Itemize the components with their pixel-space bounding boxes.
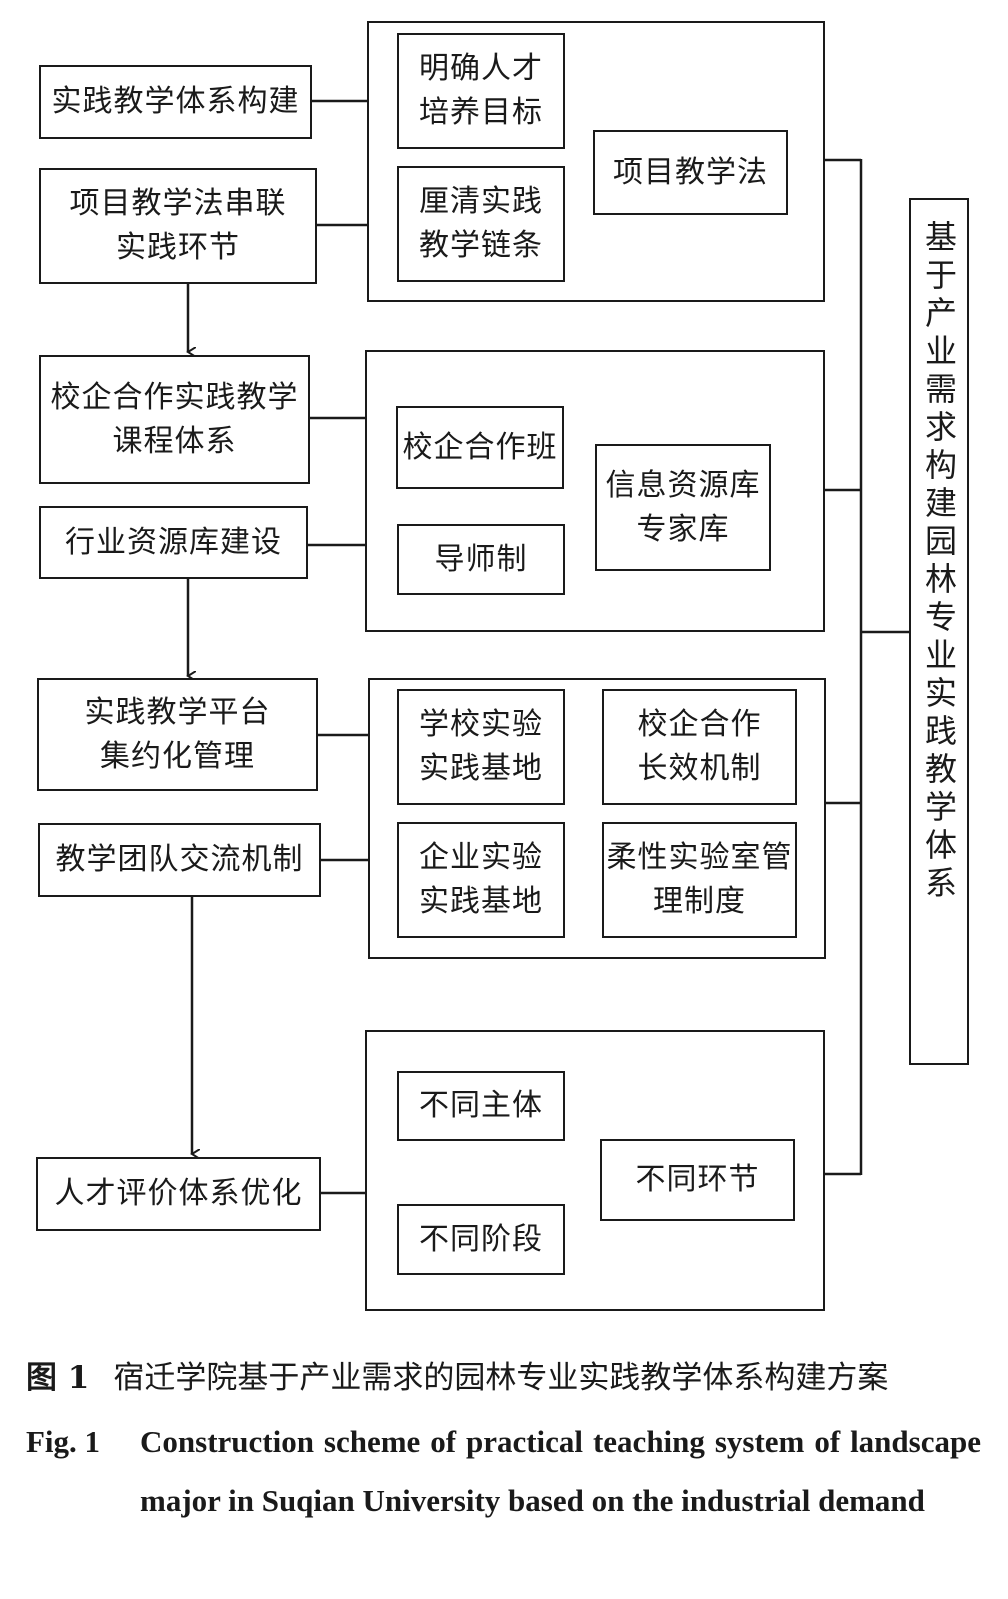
box-label: 校企合作班 bbox=[402, 429, 558, 465]
box-label: 不同阶段 bbox=[419, 1221, 543, 1257]
group-frame-3 bbox=[368, 678, 826, 959]
box-project-method-link: 项目教学法串联 实践环节 bbox=[39, 168, 317, 284]
box-label: 项目教学法串联 实践环节 bbox=[69, 186, 287, 265]
caption-english: Fig. 1 Construction scheme of practical … bbox=[26, 1412, 981, 1530]
box-teaching-chain: 厘清实践 教学链条 bbox=[397, 166, 565, 282]
box-label: 学校实验 实践基地 bbox=[419, 707, 543, 786]
box-school-base: 学校实验 实践基地 bbox=[397, 689, 565, 805]
caption-cn-number: 图 1 bbox=[26, 1360, 90, 1396]
box-label: 人才评价体系优化 bbox=[54, 1176, 303, 1211]
box-industry-resource-library: 行业资源库建设 bbox=[39, 506, 308, 579]
box-label: 校企合作实践教学 课程体系 bbox=[50, 379, 299, 459]
box-tutor-system: 导师制 bbox=[397, 524, 565, 595]
box-label: 不同主体 bbox=[419, 1088, 543, 1123]
box-different-subjects: 不同主体 bbox=[397, 1071, 565, 1141]
caption-en-text: Construction scheme of practical teachin… bbox=[140, 1424, 981, 1518]
box-label: 柔性实验室管 理制度 bbox=[606, 840, 793, 919]
box-label: 教学团队交流机制 bbox=[55, 842, 304, 877]
caption-chinese: 图 1 宿迁学院基于产业需求的园林专业实践教学体系构建方案 bbox=[26, 1352, 986, 1397]
box-label: 实践教学体系构建 bbox=[51, 84, 300, 119]
box-label: 行业资源库建设 bbox=[65, 524, 282, 560]
group-frame-1 bbox=[367, 21, 825, 302]
group-frame-2 bbox=[365, 350, 825, 632]
box-school-enterprise-curriculum: 校企合作实践教学 课程体系 bbox=[39, 355, 310, 484]
box-enterprise-base: 企业实验 实践基地 bbox=[397, 822, 565, 938]
box-label: 厘清实践 教学链条 bbox=[419, 184, 543, 263]
box-platform-management: 实践教学平台 集约化管理 bbox=[37, 678, 318, 791]
box-long-term-mechanism: 校企合作 长效机制 bbox=[602, 689, 797, 805]
caption-cn-text: 宿迁学院基于产业需求的园林专业实践教学体系构建方案 bbox=[113, 1360, 889, 1396]
caption-en-number: Fig. 1 bbox=[26, 1424, 101, 1459]
box-label: 项目教学法 bbox=[613, 154, 768, 190]
box-flexible-lab-management: 柔性实验室管 理制度 bbox=[602, 822, 797, 938]
box-cooperation-class: 校企合作班 bbox=[396, 406, 564, 489]
group-frame-4 bbox=[365, 1030, 825, 1311]
box-resource-expert-library: 信息资源库 专家库 bbox=[595, 444, 771, 571]
vertical-label-text: 基于产业需求构建园林专业实践教学体系 bbox=[920, 220, 958, 904]
box-talent-goal: 明确人才 培养目标 bbox=[397, 33, 565, 149]
box-label: 校企合作 长效机制 bbox=[637, 707, 762, 786]
box-label: 导师制 bbox=[434, 541, 528, 577]
box-label: 不同环节 bbox=[635, 1162, 760, 1197]
box-practice-system-construction: 实践教学体系构建 bbox=[39, 65, 312, 139]
box-talent-evaluation: 人才评价体系优化 bbox=[36, 1157, 321, 1231]
box-label: 实践教学平台 集约化管理 bbox=[84, 694, 271, 774]
box-team-exchange-mechanism: 教学团队交流机制 bbox=[38, 823, 321, 897]
box-different-links: 不同环节 bbox=[600, 1139, 795, 1221]
box-project-method: 项目教学法 bbox=[593, 130, 788, 215]
box-label: 信息资源库 专家库 bbox=[605, 467, 761, 547]
right-vertical-label: 基于产业需求构建园林专业实践教学体系 bbox=[909, 198, 969, 1065]
box-label: 企业实验 实践基地 bbox=[419, 840, 543, 919]
box-label: 明确人才 培养目标 bbox=[419, 51, 543, 130]
box-different-stages: 不同阶段 bbox=[397, 1204, 565, 1275]
